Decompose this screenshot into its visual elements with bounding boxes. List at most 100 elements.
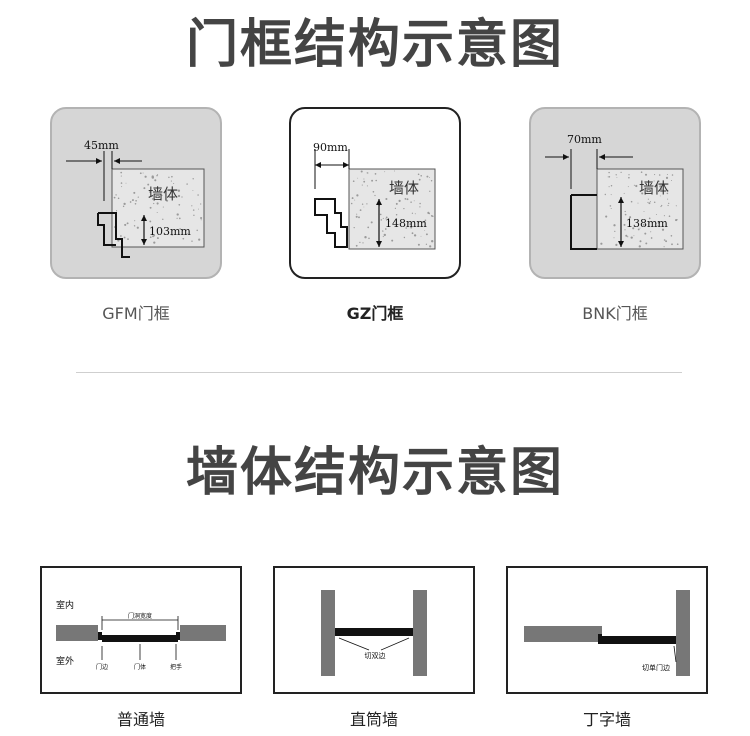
width-label: 45mm: [84, 139, 119, 152]
speckle-dot: [659, 185, 662, 188]
cut-both-sides-label: 切双边: [365, 651, 386, 660]
speckle-dot: [115, 210, 118, 212]
speckle-dot: [359, 241, 361, 244]
normal-wall-svg: 室内 室外 门洞宽度 门边 门体 把手: [56, 599, 226, 671]
door-edge-left: [98, 632, 102, 640]
speckle-dot: [192, 209, 195, 211]
speckle-dot: [133, 199, 135, 201]
speckle-dot: [628, 174, 630, 176]
straight-wall-caption: 直筒墙: [349, 710, 398, 729]
arrow-head: [315, 162, 321, 168]
wall-right: [180, 625, 226, 641]
speckle-dot: [125, 182, 127, 184]
speckle-dot: [413, 200, 415, 202]
speckle-dot: [149, 220, 152, 223]
speckle-dot: [638, 245, 641, 248]
speckle-dot: [193, 214, 195, 217]
speckle-dot: [627, 236, 629, 238]
wall-texture: [600, 171, 679, 248]
speckle-dot: [133, 225, 136, 227]
speckle-dot: [129, 201, 132, 203]
speckle-dot: [120, 235, 122, 237]
speckle-dot: [426, 175, 429, 178]
speckle-dot: [395, 214, 398, 216]
speckle-dot: [671, 243, 673, 246]
outdoor-label: 室外: [56, 655, 74, 667]
speckle-dot: [361, 184, 363, 186]
speckle-dot: [430, 179, 433, 182]
speckle-dot: [417, 243, 420, 246]
speckle-dot: [156, 187, 159, 189]
speckle-dot: [355, 244, 358, 247]
arrow-head: [618, 197, 624, 203]
speckle-dot: [665, 240, 668, 243]
speckle-dot: [625, 234, 628, 237]
speckle-dot: [607, 176, 609, 178]
t-wall-svg: 切单门边: [524, 590, 690, 676]
speckle-dot: [623, 192, 625, 194]
speckle-dot: [123, 202, 126, 206]
speckle-dot: [162, 218, 164, 221]
arrow-head: [599, 154, 605, 160]
speckle-dot: [156, 237, 159, 240]
speckle-dot: [424, 219, 427, 222]
speckle-dot: [654, 174, 656, 176]
speckle-dot: [363, 206, 365, 208]
speckle-dot: [645, 242, 648, 245]
wall-texture: [113, 171, 203, 244]
door-leaf: [602, 636, 676, 644]
speckle-dot: [179, 228, 181, 230]
gz-frame-card[interactable]: 90mm 墙体 148mm: [289, 107, 461, 279]
speckle-dot: [675, 219, 678, 222]
leader-cut-edge: [673, 645, 677, 663]
speckle-dot: [424, 229, 426, 231]
speckle-dot: [398, 199, 401, 203]
speckle-dot: [391, 239, 394, 242]
speckle-dot: [615, 243, 618, 247]
speckle-dot: [419, 206, 421, 208]
speckle-dot: [663, 239, 666, 241]
speckle-dot: [650, 231, 652, 233]
wall-block: [111, 168, 205, 248]
speckle-dot: [364, 236, 367, 239]
normal-wall-diagram[interactable]: 室内 室外 门洞宽度 门边 门体 把手: [40, 566, 242, 694]
speckle-dot: [393, 170, 395, 172]
speckle-dot: [133, 191, 136, 194]
speckle-dot: [127, 238, 129, 241]
speckle-dot: [671, 174, 674, 176]
speckle-dot: [430, 215, 433, 217]
speckle-dot: [197, 194, 199, 196]
speckle-dot: [143, 187, 146, 190]
speckle-dot: [120, 171, 123, 174]
gfm-frame-diagram: 45mm 墙体 103mm: [66, 139, 205, 258]
bnk-frame-card[interactable]: 70mm 墙体 138mm: [529, 107, 701, 279]
speckle-dot: [197, 208, 199, 210]
depth-label: 103mm: [149, 225, 191, 238]
speckle-dot: [663, 215, 665, 217]
speckle-dot: [353, 226, 355, 229]
speckle-dot: [403, 207, 405, 210]
straight-wall-diagram[interactable]: 切双边: [273, 566, 475, 694]
speckle-dot: [648, 202, 651, 205]
gfm-frame-card[interactable]: 45mm 墙体 103mm: [50, 107, 222, 279]
arrow-head: [618, 241, 624, 247]
speckle-dot: [192, 190, 194, 192]
door-edge: [598, 634, 602, 644]
speckle-dot: [137, 196, 139, 198]
speckle-dot: [134, 202, 137, 205]
depth-label: 138mm: [626, 217, 668, 230]
speckle-dot: [428, 177, 430, 179]
arrow-head: [141, 215, 147, 221]
speckle-dot: [613, 224, 616, 227]
speckle-dot: [410, 201, 412, 203]
t-wall-diagram[interactable]: 切单门边: [506, 566, 708, 694]
speckle-dot: [382, 230, 384, 232]
cut-single-edge-label: 切单门边: [642, 663, 670, 672]
speckle-dot: [406, 198, 409, 201]
frame-profile: [314, 198, 348, 248]
speckle-dot: [425, 243, 428, 245]
speckle-dot: [200, 216, 203, 220]
speckle-dot: [200, 203, 202, 205]
bnk-frame-caption: BNK门框: [582, 304, 648, 323]
speckle-dot: [667, 204, 669, 207]
